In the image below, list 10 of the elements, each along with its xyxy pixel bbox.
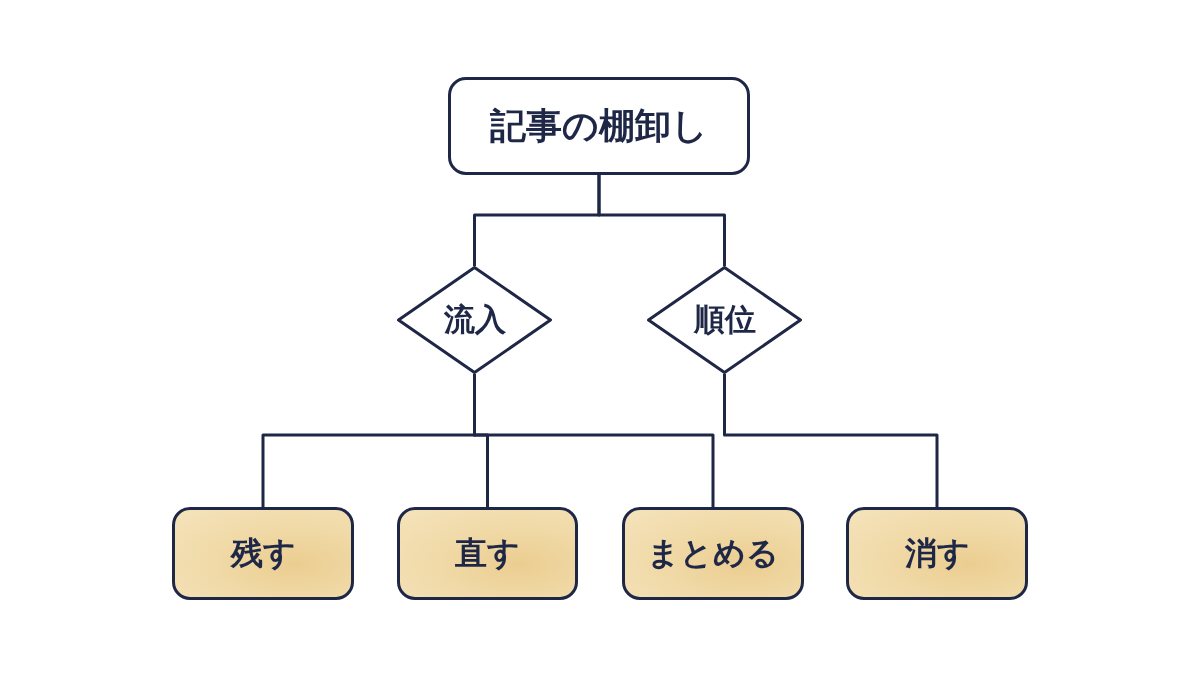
decision-diamond: 流入 — [397, 266, 552, 374]
process-box: 消す — [846, 507, 1028, 600]
process-box: まとめる — [622, 507, 804, 600]
connector-line — [473, 374, 715, 507]
connector-line — [723, 374, 939, 507]
process-box: 記事の棚卸し — [448, 77, 750, 175]
process-box: 直す — [397, 507, 578, 600]
process-box: 残す — [172, 507, 354, 600]
decision-diamond: 順位 — [647, 266, 802, 374]
connector-line — [597, 175, 726, 266]
